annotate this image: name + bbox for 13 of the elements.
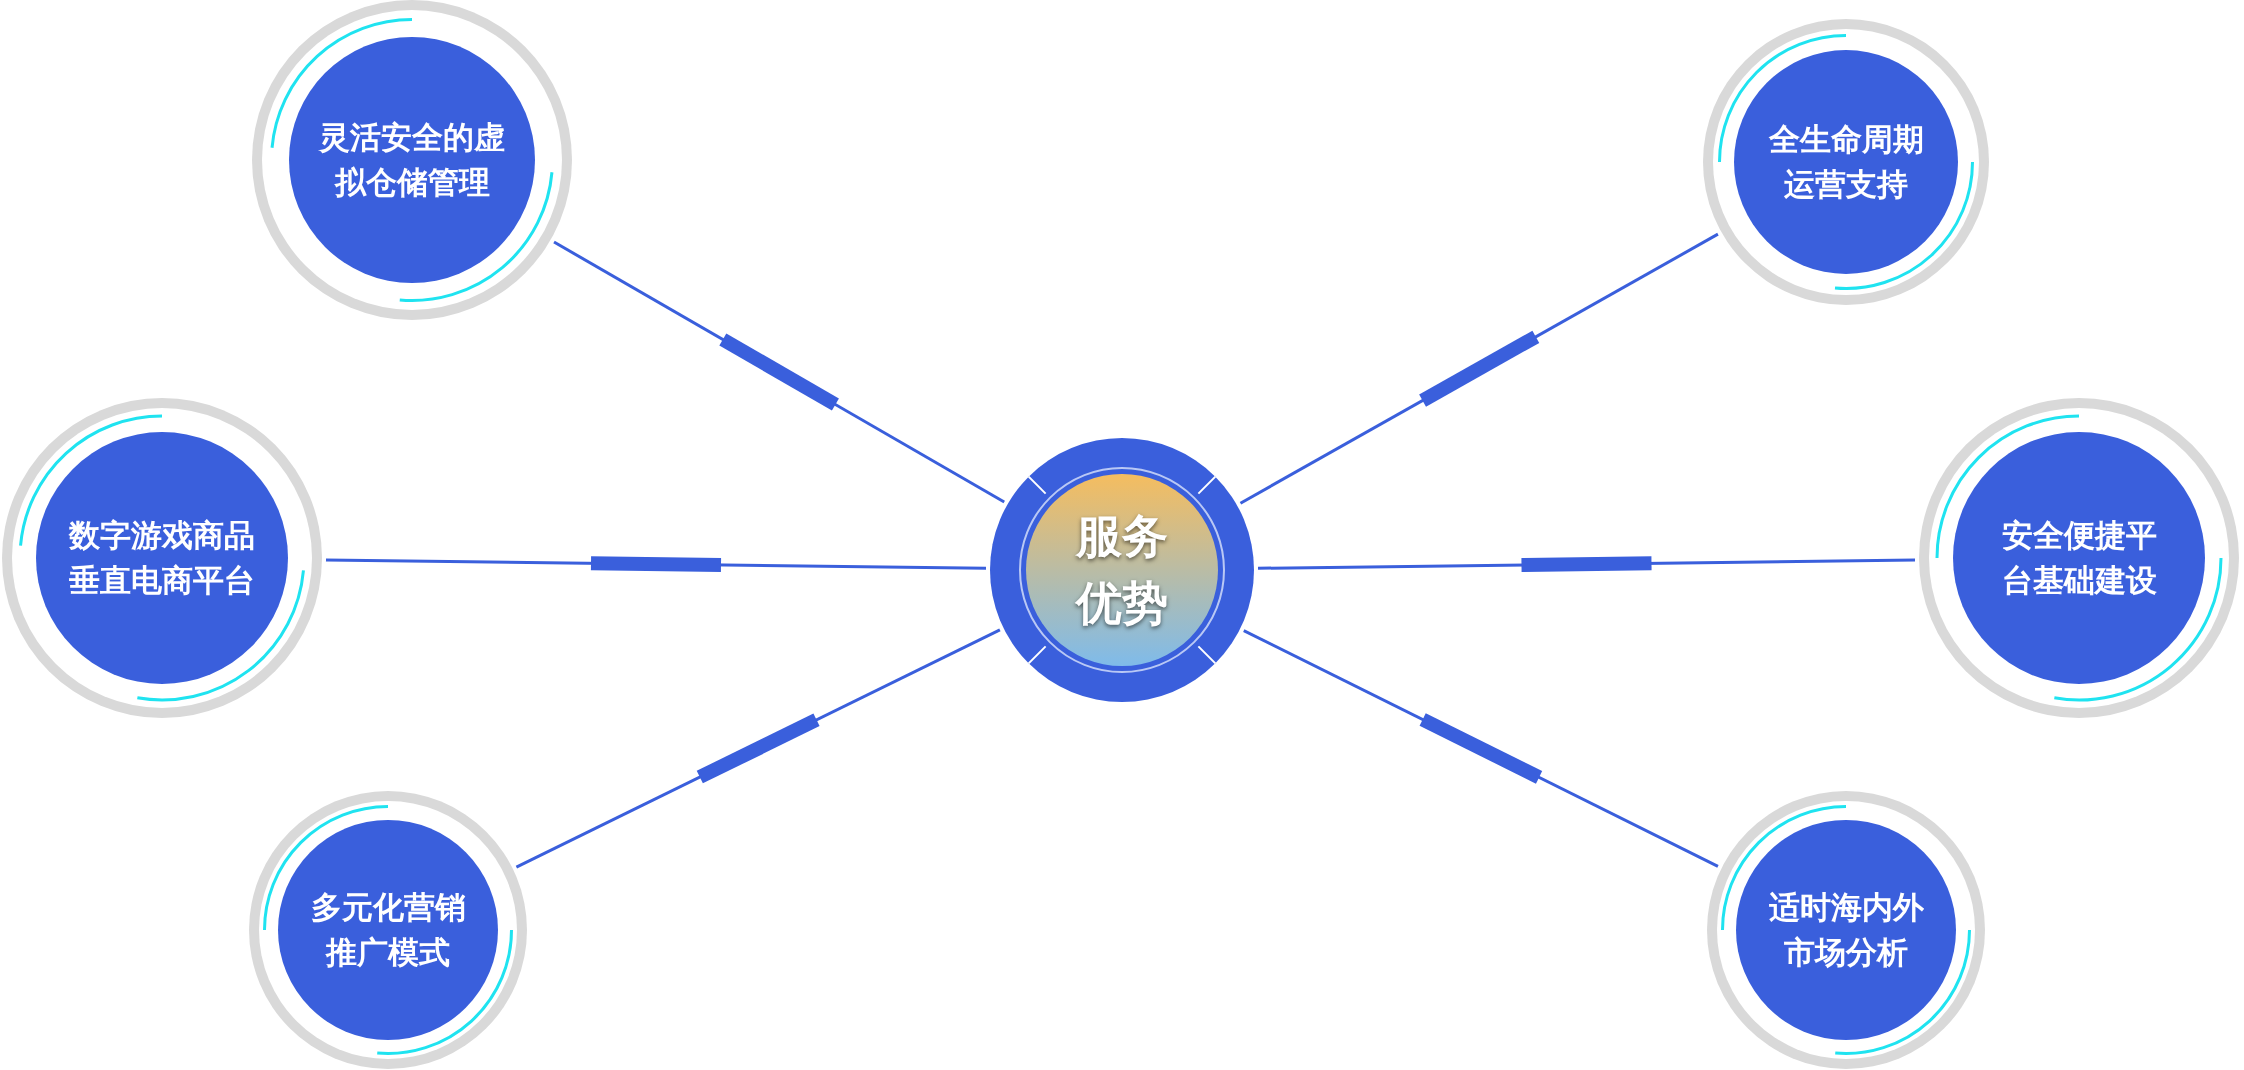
node-text: 全生命周期运营支持 bbox=[1767, 120, 1925, 204]
node-text: 安全便捷平台基础建设 bbox=[2000, 516, 2158, 600]
node-text: 多元化营销推广模式 bbox=[309, 888, 467, 972]
node-text: 数字游戏商品垂直电商平台 bbox=[67, 516, 256, 600]
node-text: 灵活安全的虚拟仓储管理 bbox=[317, 118, 506, 202]
center-title: 服务优势 bbox=[1074, 508, 1169, 632]
connector-line bbox=[553, 240, 1005, 504]
connector-line bbox=[325, 556, 987, 572]
connector-line bbox=[1239, 232, 1719, 505]
node-text: 适时海内外市场分析 bbox=[1767, 888, 1925, 972]
connector-line bbox=[1243, 629, 1719, 868]
connector-line bbox=[515, 628, 1001, 869]
connector-line bbox=[1257, 556, 1916, 572]
